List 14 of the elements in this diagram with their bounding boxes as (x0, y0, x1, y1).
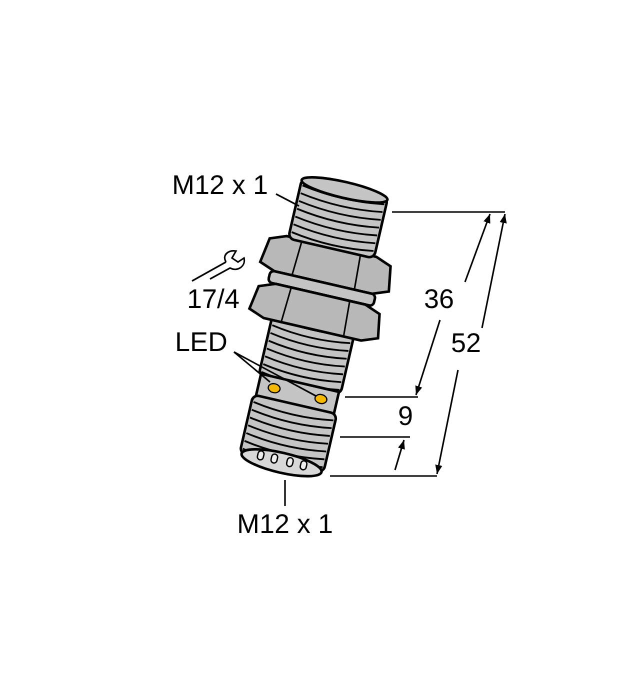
led-indicator (314, 394, 328, 404)
part-label: M12 x 1 (172, 170, 268, 200)
led-indicator (268, 383, 281, 394)
part-label: LED (175, 327, 228, 357)
dimension-label: 9 (398, 401, 414, 431)
dimension-label: 36 (424, 284, 454, 314)
leader-line (276, 193, 300, 207)
part-label: M12 x 1 (237, 509, 334, 539)
leader-line (234, 351, 316, 397)
connector-face-drawing (240, 448, 323, 478)
dimension-label: 52 (451, 328, 482, 358)
leader-line (233, 351, 271, 383)
leader-line (284, 480, 286, 506)
wrench-size-label: 17/4 (187, 284, 240, 314)
